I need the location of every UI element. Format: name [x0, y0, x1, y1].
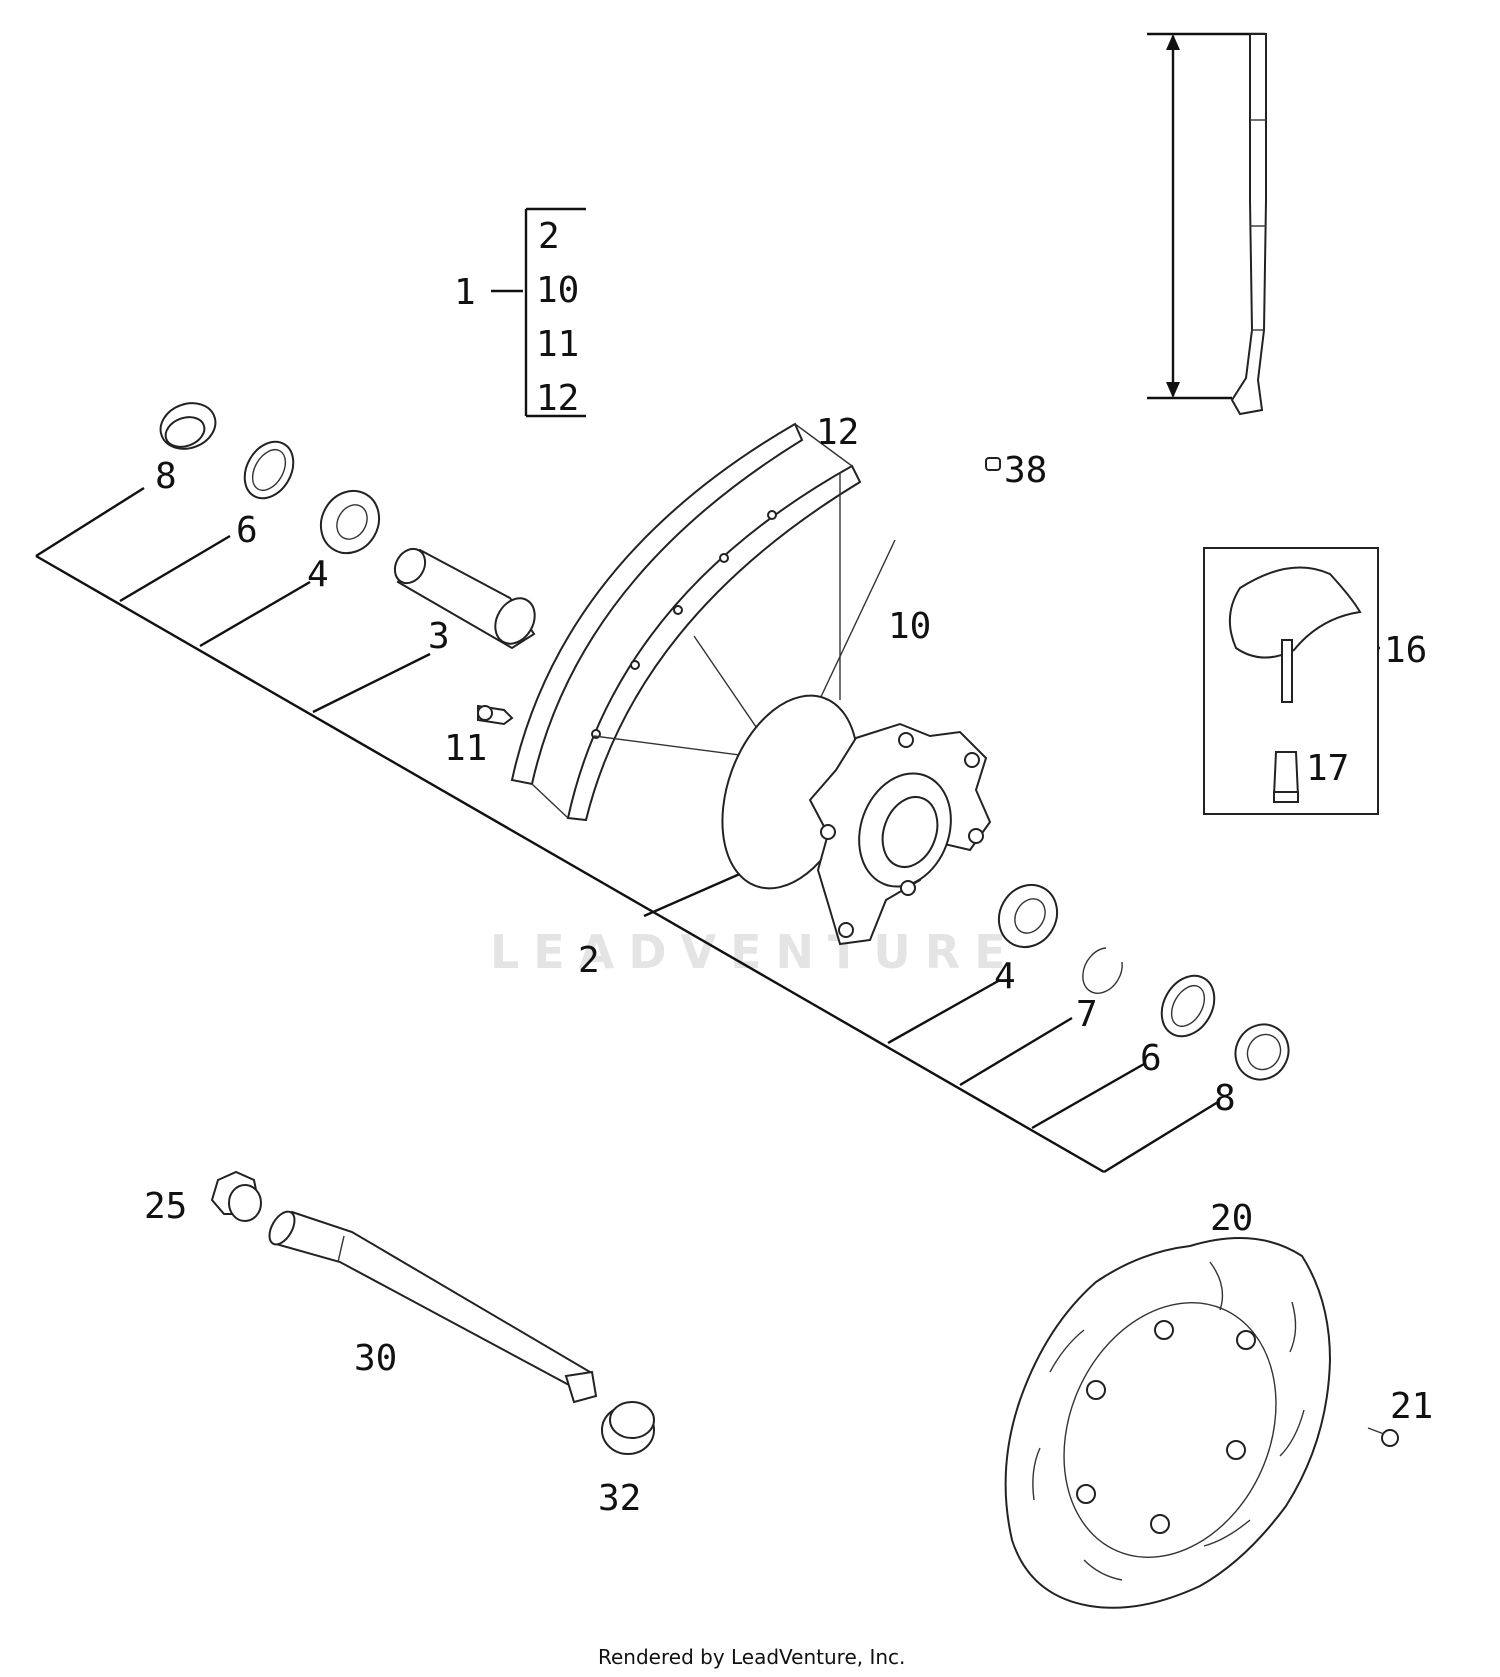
brake-disc — [1004, 1237, 1332, 1609]
spoke-dimension — [1147, 32, 1267, 416]
callout-4-right[interactable]: 4 — [994, 956, 1016, 997]
bearing-right — [997, 883, 1059, 949]
bracket-item-2: 2 — [538, 216, 560, 257]
disc-bolt — [1367, 1427, 1399, 1447]
callout-6-left[interactable]: 6 — [236, 510, 258, 551]
callout-38[interactable]: 38 — [1004, 450, 1047, 491]
axle-nut-right — [601, 1401, 655, 1455]
circlip — [1082, 947, 1123, 994]
callout-7[interactable]: 7 — [1076, 994, 1098, 1035]
callout-3[interactable]: 3 — [428, 616, 450, 657]
footer-credit: Rendered by LeadVenture, Inc. — [598, 1645, 905, 1669]
axle — [268, 1210, 598, 1404]
callout-17[interactable]: 17 — [1306, 748, 1349, 789]
axle-nut-left — [210, 1170, 262, 1222]
bracket-item-10: 10 — [536, 270, 579, 311]
callout-8-left[interactable]: 8 — [155, 456, 177, 497]
spoke-nipple — [477, 704, 514, 726]
callout-8-right[interactable]: 8 — [1214, 1078, 1236, 1119]
callout-2[interactable]: 2 — [578, 940, 600, 981]
callout-11[interactable]: 11 — [444, 728, 487, 769]
callout-25[interactable]: 25 — [144, 1186, 187, 1227]
wheel-rim — [510, 422, 862, 822]
callout-30[interactable]: 30 — [354, 1338, 397, 1379]
plug — [985, 457, 1001, 471]
callout-6-right[interactable]: 6 — [1140, 1038, 1162, 1079]
spacer-right — [1234, 1023, 1290, 1081]
callout-10[interactable]: 10 — [888, 606, 931, 647]
wheel-hub — [721, 694, 992, 946]
callout-4-left[interactable]: 4 — [307, 554, 329, 595]
callout-1[interactable]: 1 — [454, 272, 476, 313]
valve-inset-box — [1203, 547, 1379, 815]
bearing-left — [319, 489, 381, 555]
watermark-text: LEADVENTURE — [490, 925, 1020, 979]
assembly-bracket — [491, 207, 586, 418]
spacer-tube — [393, 547, 536, 650]
seal-right — [1160, 974, 1216, 1038]
callout-12[interactable]: 12 — [816, 412, 859, 453]
callout-32[interactable]: 32 — [598, 1478, 641, 1519]
callout-21[interactable]: 21 — [1390, 1386, 1433, 1427]
callout-16[interactable]: 16 — [1384, 630, 1427, 671]
callout-20[interactable]: 20 — [1210, 1198, 1253, 1239]
seal-left — [243, 440, 295, 500]
spacer-left — [159, 402, 217, 450]
bracket-item-11: 11 — [536, 324, 579, 365]
bracket-item-12: 12 — [536, 378, 579, 419]
